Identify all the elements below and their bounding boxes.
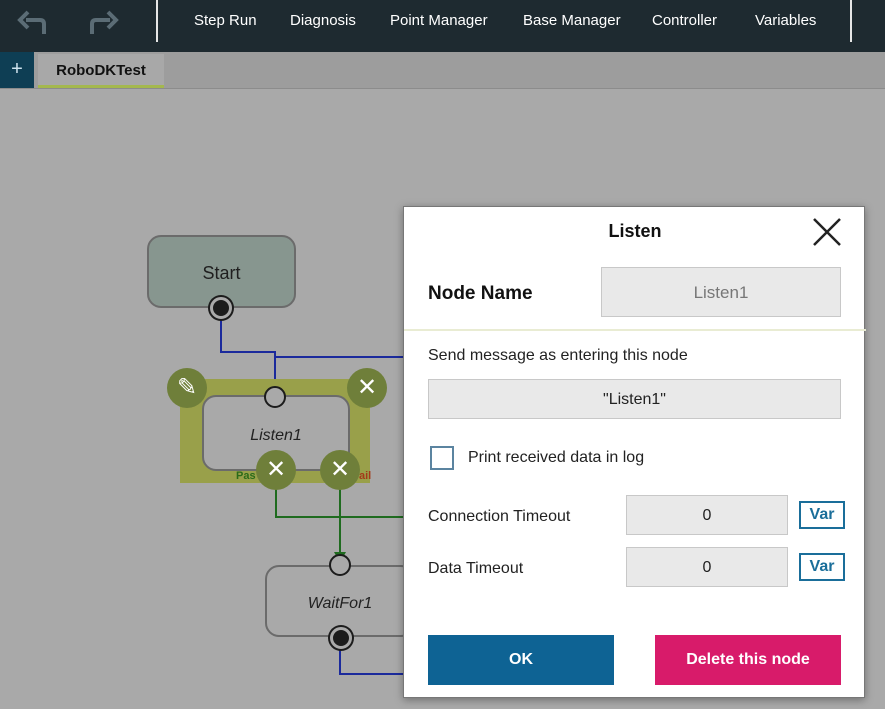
listen-node-dialog: Listen Node Name Listen1 Send message as… [403,206,866,698]
dialog-divider [404,329,866,331]
menu-diagnosis[interactable]: Diagnosis [290,12,356,29]
menu-point-manager[interactable]: Point Manager [390,12,488,29]
data-timeout-label: Data Timeout [428,560,524,577]
toolbar-separator [850,0,852,42]
send-message-field[interactable]: "Listen1" [428,379,841,419]
connection-timeout-var-button[interactable]: Var [799,501,845,529]
menu-step-run[interactable]: Step Run [194,12,257,29]
print-log-label: Print received data in log [468,449,645,466]
edit-pencil-icon[interactable]: ✎ [167,368,207,408]
tab-bar: + RoboDKTest [0,52,885,89]
fail-label: ail [359,470,372,482]
pass-label: Pas [236,470,256,482]
redo-arrow-icon[interactable] [84,8,120,40]
menu-variables[interactable]: Variables [755,12,817,29]
undo-arrow-icon[interactable] [16,8,52,40]
toolbar-separator [156,0,158,42]
close-icon[interactable] [810,215,844,249]
data-timeout-field[interactable]: 0 [626,547,788,587]
delete-node-button[interactable]: Delete this node [655,635,841,685]
dialog-title: Listen [608,221,662,241]
waitfor1-input-port[interactable] [329,554,351,576]
data-timeout-var-button[interactable]: Var [799,553,845,581]
flow-canvas[interactable]: Start Listen1 ✎ ✕ ✕ ✕ Pas ail WaitFor1 [0,89,885,709]
waitfor1-output-port[interactable] [330,627,352,649]
send-message-label: Send message as entering this node [428,347,688,364]
tab-robodktest[interactable]: RoboDKTest [38,54,164,88]
menu-base-manager[interactable]: Base Manager [523,12,621,29]
print-log-checkbox[interactable] [430,446,454,470]
node-name-label: Node Name [428,283,533,304]
start-node[interactable]: Start [147,235,296,308]
waitfor1-node-label: WaitFor1 [307,595,373,612]
start-output-port[interactable] [210,297,232,319]
connection-timeout-field[interactable]: 0 [626,495,788,535]
add-tab-button[interactable]: + [0,52,34,88]
remove-pass-branch-icon[interactable]: ✕ [256,450,296,490]
remove-node-icon[interactable]: ✕ [347,368,387,408]
listen1-input-port[interactable] [264,386,286,408]
connection-timeout-label: Connection Timeout [428,508,571,525]
menu-controller[interactable]: Controller [652,12,718,29]
node-name-field[interactable]: Listen1 [601,267,841,317]
remove-fail-branch-icon[interactable]: ✕ [320,450,360,490]
start-node-label: Start [202,263,241,283]
ok-button[interactable]: OK [428,635,614,685]
listen1-node-label: Listen1 [250,427,302,444]
top-toolbar: Step Run Diagnosis Point Manager Base Ma… [0,0,885,52]
